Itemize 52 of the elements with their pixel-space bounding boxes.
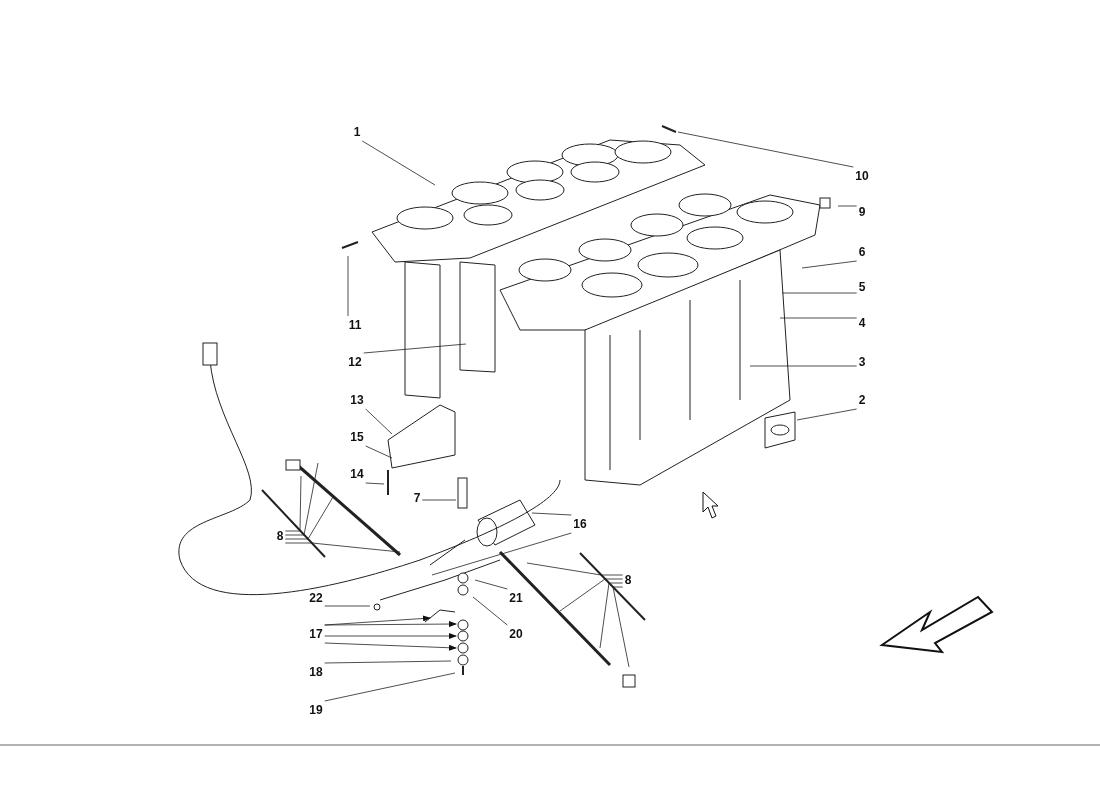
leader-line (599, 582, 624, 649)
leader-line (365, 408, 393, 435)
callout-number: 7 (413, 491, 421, 505)
callout-number: 1 (353, 125, 361, 139)
callout-number: 8 (276, 529, 284, 543)
callout-number: 16 (573, 517, 587, 531)
leader-line (559, 578, 624, 612)
callout-number: 18 (309, 665, 323, 679)
leader-line (677, 131, 854, 168)
leader-line (365, 445, 393, 459)
leader-line (472, 596, 508, 626)
leader-line (781, 292, 858, 294)
leader-line (363, 343, 467, 354)
leader-line (837, 205, 858, 207)
callout-number: 4 (858, 316, 866, 330)
leader-line (284, 496, 334, 540)
callout-number: 10 (855, 169, 869, 183)
leader-line (347, 255, 349, 317)
callout-number: 5 (858, 280, 866, 294)
leader-line (421, 499, 457, 501)
leader-line (526, 562, 624, 576)
callout-number: 22 (309, 591, 323, 605)
leader-line (284, 542, 401, 553)
callout-number: 13 (350, 393, 364, 407)
leader-line (779, 317, 858, 319)
leader-line (284, 462, 319, 536)
callout-number: 17 (309, 627, 323, 641)
callout-number: 9 (858, 205, 866, 219)
leader-line (474, 579, 508, 590)
callout-number: 21 (509, 591, 523, 605)
callout-number: 8 (624, 573, 632, 587)
callout-number: 6 (858, 245, 866, 259)
callout-number: 11 (348, 318, 362, 332)
leader-line (284, 475, 302, 532)
leader-line (324, 605, 371, 607)
callout-number: 12 (348, 355, 362, 369)
callout-number: 20 (509, 627, 523, 641)
leader-line (365, 482, 385, 485)
leader-line (796, 408, 858, 421)
leader-line (361, 140, 436, 186)
leader-line (801, 260, 858, 269)
leader-line (749, 365, 858, 367)
callout-number: 15 (350, 430, 364, 444)
callout-number: 2 (858, 393, 866, 407)
callout-number: 19 (309, 703, 323, 717)
callout-number: 14 (350, 467, 364, 481)
leader-line (531, 512, 572, 516)
leader-line (324, 672, 456, 702)
callout-number: 3 (858, 355, 866, 369)
leader-line (612, 586, 630, 668)
leader-line (431, 532, 572, 576)
leader-line (324, 660, 452, 664)
